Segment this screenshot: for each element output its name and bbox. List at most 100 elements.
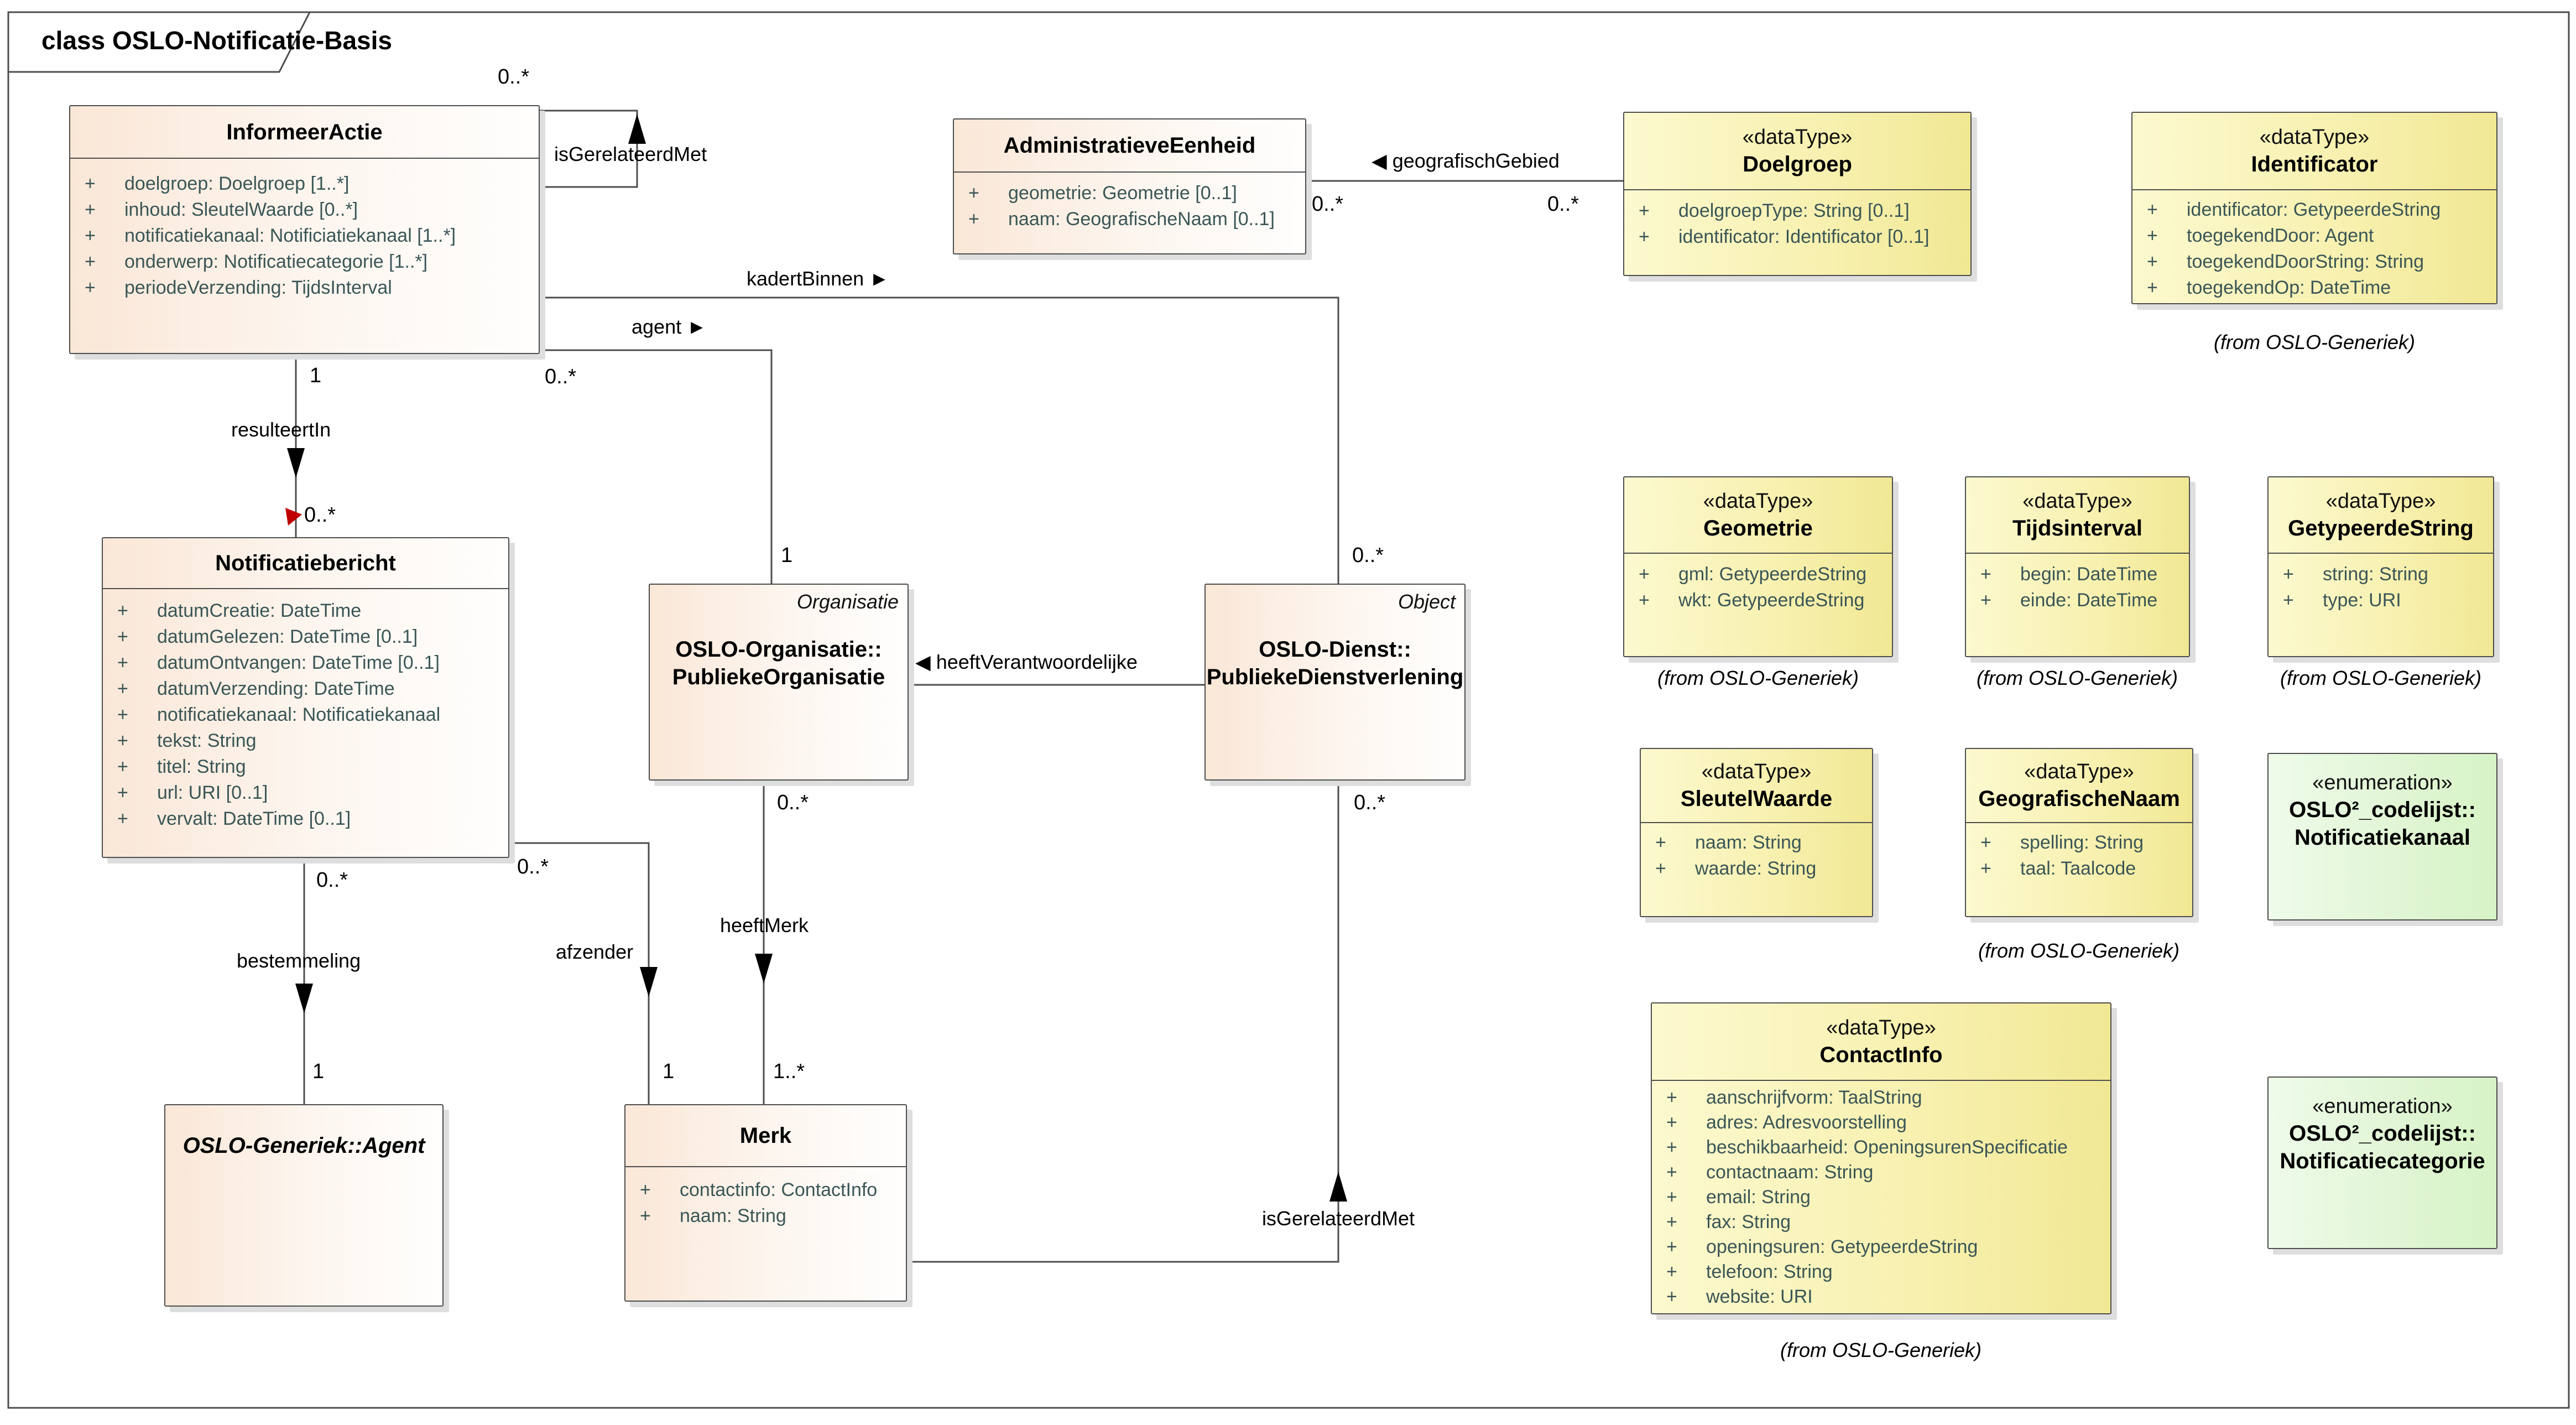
class-merk[interactable]: Merk +contactinfo: ContactInfo+naam: Str… xyxy=(624,1104,907,1302)
attribute-row: +email: String xyxy=(1666,1185,2100,1210)
multiplicity: 0..* xyxy=(304,503,336,527)
attribute: telefoon: String xyxy=(1706,1261,1833,1282)
multiplicity: 0..* xyxy=(498,65,530,89)
assoc-agent[interactable] xyxy=(540,349,773,584)
datatype-sleutelwaarde[interactable]: «dataType» SleutelWaarde +naam: String+w… xyxy=(1640,748,1873,917)
datatype-contactinfo[interactable]: «dataType» ContactInfo +aanschrijfvorm: … xyxy=(1651,1002,2111,1314)
direction-arrow-down-icon xyxy=(295,984,313,1013)
visibility-public-icon: + xyxy=(1666,1236,1677,1257)
attribute: url: URI [0..1] xyxy=(157,782,268,803)
attribute: identificator: GetypeerdeString xyxy=(2187,199,2441,220)
visibility-public-icon: + xyxy=(117,782,128,803)
enumeration-notificatiecategorie[interactable]: «enumeration» OSLO²_codelijst:: Notifica… xyxy=(2267,1076,2497,1249)
attribute-row: +tekst: String xyxy=(117,728,498,754)
visibility-public-icon: + xyxy=(117,808,128,829)
attribute: toegekendOp: DateTime xyxy=(2187,277,2391,298)
datatype-identificator[interactable]: «dataType» Identificator +identificator:… xyxy=(2131,112,2497,304)
datatype-getypeerdestring[interactable]: «dataType» GetypeerdeString +string: Str… xyxy=(2267,476,2494,657)
visibility-public-icon: + xyxy=(2147,199,2158,220)
attribute-row: +fax: String xyxy=(1666,1210,2100,1235)
visibility-public-icon: + xyxy=(1666,1137,1677,1158)
multiplicity: 1 xyxy=(312,1060,325,1083)
stereotype: «dataType» xyxy=(1826,1016,1936,1039)
attribute-row: +spelling: String xyxy=(1980,830,2182,856)
attribute-row: +datumCreatie: DateTime xyxy=(117,598,498,624)
attribute-row: +contactnaam: String xyxy=(1666,1160,2100,1185)
class-name: Notificatiebericht xyxy=(215,551,396,575)
attribute-row: +notificatiekanaal: Notificiatiekanaal [… xyxy=(85,223,529,249)
attribute: fax: String xyxy=(1706,1211,1791,1232)
assoc-label-afzender: afzender xyxy=(556,940,634,963)
attribute-row: +waarde: String xyxy=(1655,856,1862,882)
visibility-public-icon: + xyxy=(85,251,96,272)
enumeration-notificatiekanaal[interactable]: «enumeration» OSLO²_codelijst:: Notifica… xyxy=(2267,753,2497,920)
attribute-row: + url: URI [0..1] xyxy=(117,780,498,806)
attribute: waarde: String xyxy=(1695,858,1817,879)
visibility-public-icon: + xyxy=(85,173,96,194)
stereotype: «dataType» xyxy=(2325,490,2436,513)
attribute-row: +toegekendDoorString: String xyxy=(2147,249,2486,275)
attribute-row: +contactinfo: ContactInfo xyxy=(640,1177,896,1203)
assoc-afzender[interactable] xyxy=(509,842,650,1104)
class-name: Geometrie xyxy=(1703,516,1813,540)
visibility-public-icon: + xyxy=(1655,832,1666,853)
attribute: type: URI xyxy=(2323,590,2401,611)
visibility-public-icon: + xyxy=(640,1205,651,1226)
assoc-label-kadertbinnen: kadertBinnen ► xyxy=(747,267,889,290)
direction-arrow-down-icon xyxy=(755,954,773,984)
attribute-row: +string: String xyxy=(2283,561,2483,587)
attribute-row: +adres: Adresvoorstelling xyxy=(1666,1110,2100,1135)
stereotype: «enumeration» xyxy=(2312,771,2453,794)
multiplicity: 1 xyxy=(781,544,793,567)
stereotype: «dataType» xyxy=(2024,760,2134,783)
from-package-label: (from OSLO-Generiek) xyxy=(1780,1339,1982,1361)
datatype-geografischenaam[interactable]: «dataType» GeografischeNaam +spelling: S… xyxy=(1965,748,2193,917)
multiplicity: 0..* xyxy=(1312,193,1344,216)
visibility-public-icon: + xyxy=(85,225,96,246)
attribute: datumVerzending: DateTime xyxy=(157,678,395,699)
class-informeeractie[interactable]: InformeerActie +doelgroep: Doelgroep [1.… xyxy=(69,105,540,354)
direction-arrow-down-icon xyxy=(287,448,305,478)
attribute: vervalt: DateTime [0..1] xyxy=(157,808,351,829)
multiplicity: 0..* xyxy=(316,868,348,892)
visibility-public-icon: + xyxy=(968,183,979,204)
attribute-row: +periodeVerzending: TijdsInterval xyxy=(85,275,529,301)
visibility-public-icon: + xyxy=(2147,225,2158,246)
attribute-row: +openingsuren: GetypeerdeString xyxy=(1666,1235,2100,1260)
assoc-label-isgerelateerdmet: isGerelateerdMet xyxy=(554,143,707,165)
assoc-isgerelateerdmet-self[interactable] xyxy=(540,110,638,188)
class-notificatiebericht[interactable]: Notificatiebericht +datumCreatie: DateTi… xyxy=(102,537,509,858)
from-package-label: (from OSLO-Generiek) xyxy=(1976,667,2178,689)
attribute-row: +naam: GeografischeNaam [0..1] xyxy=(968,206,1295,232)
assoc-isgerelateerdmet-merk[interactable] xyxy=(907,781,1339,1263)
assoc-label-geografischgebied: ◀ geografischGebied xyxy=(1372,149,1560,172)
datatype-doelgroep[interactable]: «dataType» Doelgroep +doelgroepType: Str… xyxy=(1623,112,1972,276)
stereotype: «dataType» xyxy=(1703,490,1813,513)
multiplicity: 0..* xyxy=(517,855,549,878)
attribute: spelling: String xyxy=(2020,832,2144,853)
datatype-geometrie[interactable]: «dataType» Geometrie +gml: GetypeerdeStr… xyxy=(1623,476,1893,657)
attribute-row: +notificatiekanaal: Notificatiekanaal xyxy=(117,702,498,728)
attribute-row: +aanschrijfvorm: TaalString xyxy=(1666,1085,2100,1110)
class-publiekeorganisatie[interactable]: Organisatie OSLO-Organisatie:: PubliekeO… xyxy=(649,584,909,781)
attribute: website: URI xyxy=(1706,1286,1813,1307)
attribute-row: + identificator: GetypeerdeString xyxy=(2147,197,2486,223)
class-agent[interactable]: OSLO-Generiek::Agent xyxy=(164,1104,444,1307)
class-administratieveeenheid[interactable]: AdministratieveEenheid +geometrie: Geome… xyxy=(953,118,1306,254)
datatype-tijdsinterval[interactable]: «dataType» Tijdsinterval +begin: DateTim… xyxy=(1965,476,2190,657)
visibility-public-icon: + xyxy=(2283,564,2294,585)
assoc-label-agent: agent ► xyxy=(632,315,707,338)
attribute: inhoud: SleutelWaarde [0..*] xyxy=(124,199,358,220)
visibility-public-icon: + xyxy=(968,209,979,230)
assoc-kadertbinnen[interactable] xyxy=(540,297,1339,584)
class-name: OSLO-Generiek::Agent xyxy=(182,1133,425,1158)
attribute: doelgroep: Doelgroep [1..*] xyxy=(124,173,350,194)
attribute: contactnaam: String xyxy=(1706,1162,1874,1183)
attribute: toegekendDoor: Agent xyxy=(2187,225,2374,246)
visibility-public-icon: + xyxy=(1639,200,1650,221)
class-publiekedienstverlening[interactable]: Object OSLO-Dienst:: PubliekeDienstverle… xyxy=(1204,584,1466,781)
attribute-row: +wkt: GetypeerdeString xyxy=(1639,587,1882,613)
visibility-public-icon: + xyxy=(117,730,128,751)
from-package-label: (from OSLO-Generiek) xyxy=(2280,667,2482,689)
visibility-public-icon: + xyxy=(117,678,128,699)
